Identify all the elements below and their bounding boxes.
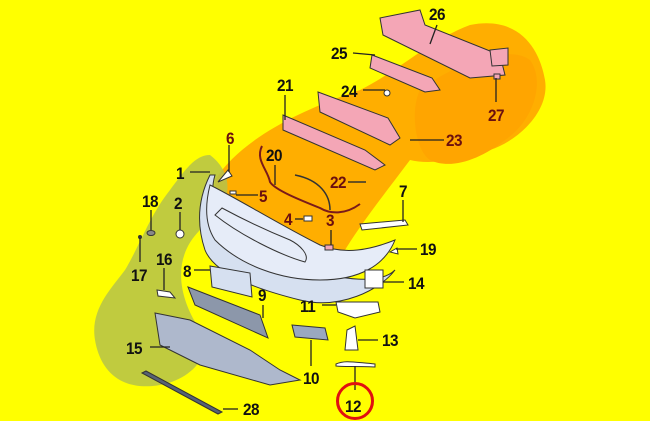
callout-18[interactable]: 18 <box>142 192 159 211</box>
part-20-wiring-branch <box>294 174 331 211</box>
callout-2[interactable]: 2 <box>174 194 183 213</box>
part-28-trim-strip <box>140 370 224 415</box>
part-11-bracket <box>335 301 381 319</box>
callout-25[interactable]: 25 <box>331 44 348 63</box>
part-12-strip <box>335 361 376 368</box>
callout-27[interactable]: 27 <box>488 106 505 125</box>
callout-7[interactable]: 7 <box>399 182 408 201</box>
callout-3[interactable]: 3 <box>326 211 335 230</box>
callout-8[interactable]: 8 <box>183 262 192 281</box>
callout-17[interactable]: 17 <box>131 266 148 285</box>
part-23-absorber <box>317 91 401 146</box>
part-4-clip <box>303 215 313 222</box>
callout-22[interactable]: 22 <box>330 173 347 192</box>
callout-14[interactable]: 14 <box>408 274 425 293</box>
callout-23[interactable]: 23 <box>446 131 463 150</box>
part-8-bracket <box>209 265 253 298</box>
bumper-upper-surface <box>206 184 396 281</box>
callout-5[interactable]: 5 <box>259 187 268 206</box>
part-2-plug <box>175 229 185 239</box>
callout-9[interactable]: 9 <box>258 286 267 305</box>
part-24-clip <box>383 89 391 97</box>
part-5-clip <box>229 190 237 195</box>
orange-highlight-zone-right <box>414 54 537 164</box>
part-9-lower-grille <box>187 286 269 339</box>
part-26-reinforcement-bracket <box>379 9 509 79</box>
callout-4[interactable]: 4 <box>284 210 293 229</box>
callout-1[interactable]: 1 <box>176 164 185 183</box>
part-18-clip <box>146 230 156 236</box>
selected-part-circle <box>336 382 374 420</box>
callout-19[interactable]: 19 <box>420 240 437 259</box>
leader-lines <box>139 24 497 410</box>
bumper-grille-opening <box>214 207 307 263</box>
callout-15[interactable]: 15 <box>126 339 143 358</box>
callout-6[interactable]: 6 <box>226 129 235 148</box>
part-20-wiring-harness <box>259 145 361 214</box>
part-15-undertray <box>154 312 302 386</box>
part-3-cap <box>324 244 334 251</box>
callout-26[interactable]: 26 <box>429 5 446 24</box>
callout-24[interactable]: 24 <box>341 82 358 101</box>
callout-28[interactable]: 28 <box>243 400 260 419</box>
part-16-strip <box>156 289 177 299</box>
part-13-cover <box>344 325 359 351</box>
part-10-grille <box>291 324 329 341</box>
part-27-nut <box>493 73 501 80</box>
part-25-bracket <box>369 54 441 93</box>
callout-13[interactable]: 13 <box>382 331 399 350</box>
callout-11[interactable]: 11 <box>300 297 316 316</box>
callout-16[interactable]: 16 <box>156 250 173 269</box>
part-14-cover <box>364 269 384 289</box>
callout-10[interactable]: 10 <box>303 369 320 388</box>
part-6-bracket <box>217 169 233 183</box>
callout-21[interactable]: 21 <box>277 76 294 95</box>
callout-20[interactable]: 20 <box>266 146 283 165</box>
part-7-strip <box>359 219 409 231</box>
part-17-pin <box>138 235 142 239</box>
part-21-bracket <box>282 114 386 171</box>
